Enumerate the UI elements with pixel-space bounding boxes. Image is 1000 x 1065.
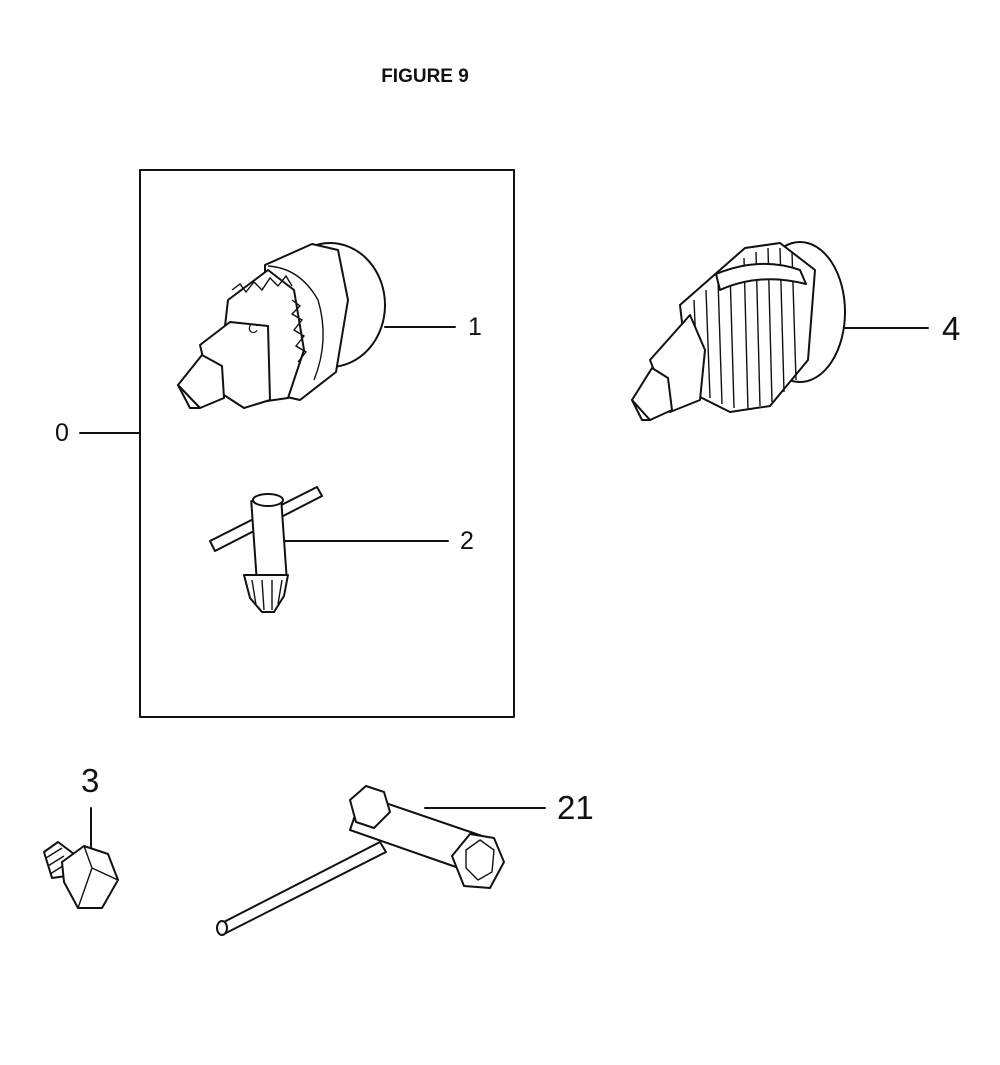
socket-wrench	[216, 785, 505, 936]
callout-0: 0	[55, 419, 69, 447]
figure-title: FIGURE 9	[381, 66, 469, 87]
hex-screw	[43, 807, 119, 909]
keyed-chuck: C	[177, 242, 386, 409]
callout-2: 2	[460, 527, 474, 555]
callout-21: 21	[557, 789, 594, 826]
callout-3: 3	[81, 762, 100, 799]
callout-1: 1	[468, 313, 482, 341]
kit-box	[139, 169, 515, 718]
svg-text:C: C	[248, 320, 258, 336]
callout-4: 4	[942, 310, 961, 347]
keyless-chuck	[631, 241, 846, 421]
chuck-key	[209, 486, 323, 613]
